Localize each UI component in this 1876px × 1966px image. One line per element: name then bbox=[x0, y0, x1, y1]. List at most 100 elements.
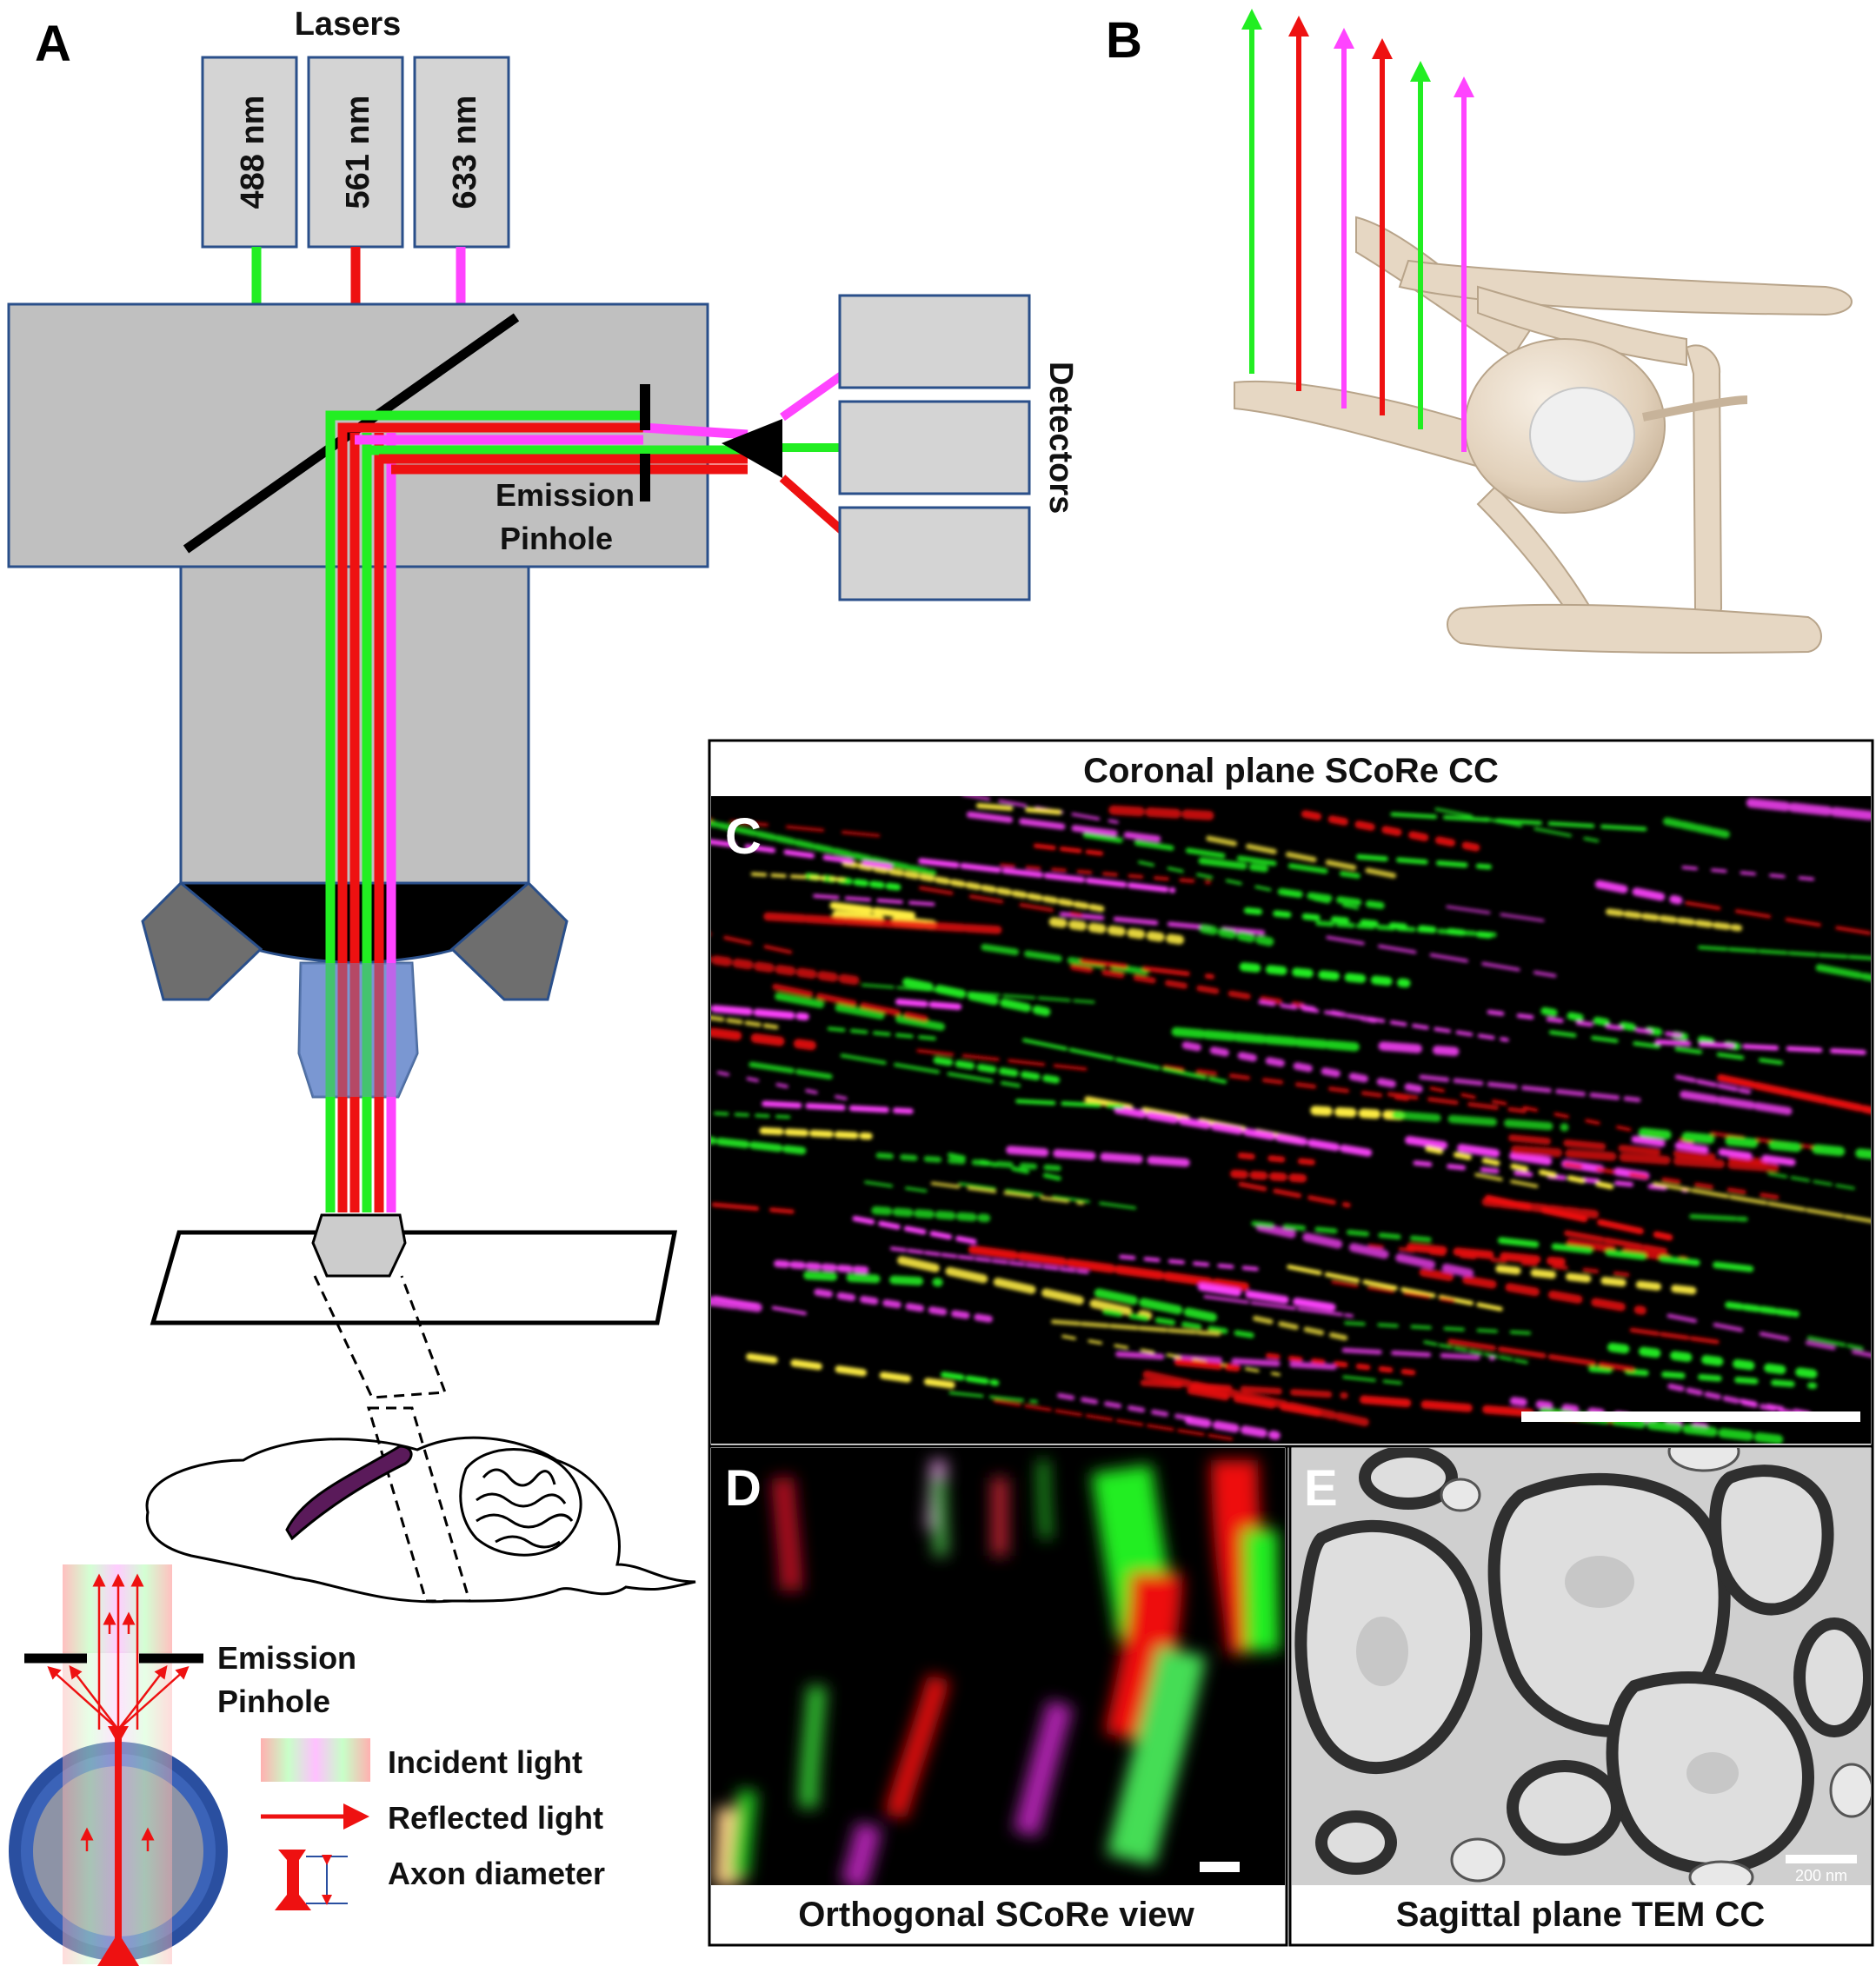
fiber-streak bbox=[1258, 1000, 1509, 1042]
fiber-streak bbox=[711, 820, 937, 877]
fiber-streak bbox=[1162, 1065, 1409, 1101]
fiber-streak bbox=[1654, 1039, 1871, 1055]
fiber-streak bbox=[1184, 1416, 1281, 1440]
fiber-streak bbox=[711, 818, 895, 839]
fiber-streak bbox=[871, 1206, 991, 1223]
fiber-streak bbox=[1015, 1099, 1124, 1109]
panel-e-scalebar bbox=[1786, 1855, 1857, 1863]
fiber-streak bbox=[1631, 1135, 1808, 1168]
fiber-streak bbox=[1390, 812, 1647, 832]
panel-e-caption: Sagittal plane TEM CC bbox=[1396, 1896, 1766, 1934]
fiber-streak bbox=[1717, 1073, 1871, 1114]
fiber-streak bbox=[1689, 1213, 1748, 1222]
sample-slide bbox=[150, 1230, 678, 1325]
fiber-streak bbox=[759, 1127, 873, 1140]
fiber-streak bbox=[1138, 860, 1373, 913]
fiber-streak bbox=[1607, 1342, 1831, 1380]
fiber-streak bbox=[711, 1296, 762, 1312]
legend-axon-label: Axon diameter bbox=[388, 1856, 605, 1891]
fiber-streak bbox=[827, 1026, 941, 1041]
fiber-streak bbox=[1000, 863, 1211, 885]
fiber-streak bbox=[1387, 1092, 1527, 1113]
fiber-streak bbox=[1197, 1283, 1336, 1312]
fiber-streak bbox=[1022, 1038, 1227, 1084]
fiber-streak bbox=[1206, 835, 1400, 880]
fiber-streak bbox=[711, 1136, 807, 1155]
fiber-streak bbox=[1006, 1146, 1195, 1167]
fiber-streak bbox=[1356, 853, 1493, 870]
fiber-streak bbox=[1419, 1267, 1646, 1315]
fiber-streak bbox=[1423, 1340, 1531, 1365]
panel-b-letter: B bbox=[1106, 12, 1142, 69]
fiber-streak bbox=[941, 1372, 1000, 1386]
fiber-streak bbox=[1564, 1230, 1668, 1254]
fiber-streak bbox=[958, 1182, 1137, 1210]
fiber-streak bbox=[763, 912, 1002, 934]
fiber-streak bbox=[889, 1246, 1089, 1274]
fiber-streak bbox=[711, 1111, 791, 1119]
fiber-streak bbox=[1069, 964, 1306, 1009]
detectors-label: Detectors bbox=[1042, 362, 1079, 514]
fiber-streak bbox=[1251, 1220, 1432, 1243]
laser-label-488: 488 nm bbox=[235, 96, 271, 209]
detector-splitter-icon bbox=[722, 419, 782, 478]
fiber-streak bbox=[1239, 962, 1411, 988]
fiber-streak bbox=[1419, 1074, 1641, 1103]
fiber-streak bbox=[1510, 1145, 1790, 1173]
fiber-streak bbox=[1108, 805, 1214, 820]
fiber-streak bbox=[1341, 1347, 1495, 1361]
fiber-streak bbox=[803, 1271, 943, 1287]
detector-box-2 bbox=[838, 400, 1031, 495]
fiber-streak bbox=[1710, 1131, 1823, 1151]
fiber-streak bbox=[711, 932, 801, 956]
fiber-streak bbox=[1746, 798, 1871, 820]
fiber-streak bbox=[948, 1391, 1038, 1404]
fiber-streak bbox=[1767, 1172, 1855, 1190]
fiber-streak bbox=[994, 1399, 1234, 1441]
fiber-streak bbox=[1563, 1162, 1780, 1200]
fiber-streak bbox=[829, 901, 916, 920]
fiber-streak bbox=[968, 1245, 1250, 1292]
fiber-streak bbox=[933, 1056, 1061, 1084]
fiber-streak bbox=[711, 1202, 795, 1214]
fiber-streak bbox=[1629, 1327, 1720, 1345]
legend-reflected-label: Reflected light bbox=[388, 1800, 603, 1836]
fiber-streak bbox=[1094, 1288, 1218, 1322]
laser-box-488: 488 nm bbox=[201, 56, 298, 249]
fiber-streak bbox=[1425, 1146, 1620, 1191]
fiber-streak bbox=[814, 1288, 1003, 1325]
fiber-streak bbox=[711, 839, 901, 871]
fiber-streak bbox=[1033, 843, 1104, 856]
legend-incident-swatch bbox=[261, 1738, 370, 1782]
detector-box-3 bbox=[838, 506, 1031, 601]
fiber-streak bbox=[711, 954, 864, 986]
fiber-streak bbox=[774, 1259, 870, 1274]
axon-cross-section-icon bbox=[9, 1564, 228, 1966]
fiber-streak bbox=[1102, 1308, 1256, 1338]
emission-pinhole-label-2: Pinhole bbox=[500, 521, 613, 556]
fiber-streak bbox=[748, 1061, 833, 1079]
panel-e-letter: E bbox=[1304, 1460, 1338, 1517]
fiber-streak bbox=[1082, 832, 1360, 879]
fiber-streak bbox=[1508, 1134, 1768, 1166]
fiber-streak bbox=[1497, 1237, 1754, 1272]
fiber-streak bbox=[875, 1152, 1073, 1172]
panel-c-scalebar bbox=[1521, 1411, 1860, 1422]
corpus-callosum bbox=[285, 1445, 413, 1541]
fiber-streak bbox=[1174, 1358, 1241, 1372]
laser-arrows-3d bbox=[1241, 8, 1474, 452]
fiber-streak bbox=[762, 1100, 914, 1114]
fiber-streak bbox=[1474, 1172, 1540, 1189]
fiber-streak bbox=[1171, 1026, 1363, 1053]
fiber-streak bbox=[1199, 924, 1278, 947]
panel-c-title: Coronal plane SCoRe CC bbox=[1083, 752, 1499, 790]
panel-d: D Orthogonal SCoRe view bbox=[708, 1445, 1288, 1947]
fiber-streak bbox=[1588, 1365, 1818, 1389]
fiber-streak bbox=[1238, 1181, 1351, 1208]
fiber-streak bbox=[1140, 1379, 1348, 1399]
fiber-streak bbox=[864, 1180, 928, 1193]
fiber-streak bbox=[852, 1215, 977, 1245]
fiber-streak bbox=[1685, 900, 1871, 935]
laser-label-633: 633 nm bbox=[447, 96, 483, 209]
